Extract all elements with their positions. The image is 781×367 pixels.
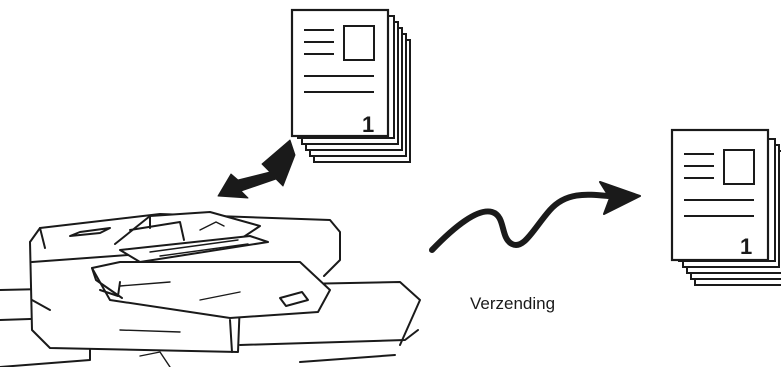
multifunction-printer xyxy=(0,212,420,367)
image-placeholder-icon xyxy=(344,26,374,60)
source-page-number: 1 xyxy=(362,112,374,137)
received-document-front-page: 1 xyxy=(672,130,768,260)
feed-arrow-icon xyxy=(218,140,295,198)
transmission-label: Verzending xyxy=(470,294,555,314)
source-document-stack: 1 xyxy=(292,10,410,162)
image-placeholder-icon xyxy=(724,150,754,184)
source-document-front-page: 1 xyxy=(292,10,388,137)
transmission-arrow-icon xyxy=(432,182,640,250)
received-page-number: 1 xyxy=(740,234,752,259)
received-document-stack: 1 xyxy=(672,130,781,285)
